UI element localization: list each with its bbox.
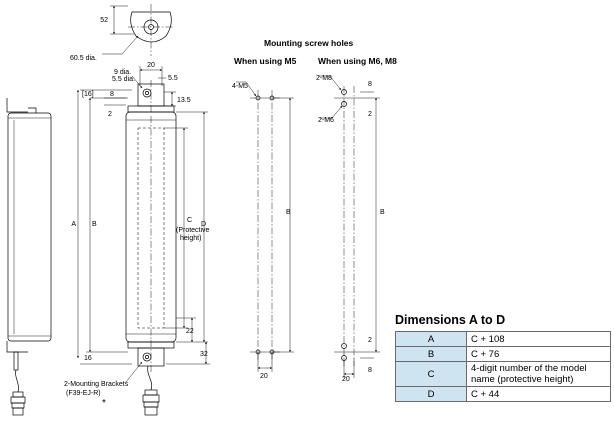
- table-row: D C + 44: [395, 386, 611, 402]
- m68-dim-b-label: B: [380, 209, 385, 216]
- table-row: B C + 76: [395, 346, 611, 362]
- m68-dim-8-bottom-label: 8: [368, 367, 372, 374]
- m68-pattern: 2-M8 2-M6 8 2 B 2 8 20: [316, 75, 385, 383]
- row-key: B: [395, 346, 467, 362]
- dia-5-5-label: 5.5 dia.: [112, 76, 135, 83]
- dim-8-top-label: 8: [110, 91, 114, 98]
- protective-height-label-2: height): [180, 235, 201, 242]
- dim-d-label: D: [201, 221, 206, 228]
- dim-13-5-label: 13.5: [177, 97, 191, 104]
- protective-height-label-1: (Protective: [176, 227, 210, 234]
- screw-holes-title: Mounting screw holes: [264, 38, 354, 48]
- dim-16-top-label: [16]: [82, 91, 94, 98]
- mounting-brackets-label: 2-Mounting Brackets: [64, 381, 129, 388]
- m5-pattern: 4-M5 B 20: [232, 81, 294, 380]
- dim-5-5-label: 5.5: [168, 75, 178, 82]
- dim-a-label: A: [71, 221, 76, 228]
- row-key: C: [395, 361, 467, 387]
- m68-dim-20-label: 20: [342, 376, 350, 383]
- row-value: C + 76: [466, 346, 611, 362]
- dimensions-table-title: Dimensions A to D: [395, 313, 506, 327]
- row-key: A: [395, 331, 467, 347]
- m6-hole-label: 2-M6: [318, 117, 334, 124]
- row-key: D: [395, 386, 467, 402]
- asterisk-note: *: [102, 398, 106, 409]
- dim-2-top-label: 2: [108, 111, 112, 118]
- m5-dim-b-label: B: [286, 209, 291, 216]
- bolt-circle-label: 60.5 dia.: [70, 55, 97, 62]
- m68-heading: When using M6, M8: [318, 56, 397, 66]
- row-value: C + 44: [466, 386, 611, 402]
- dim-16-bottom-label: 16: [84, 355, 92, 362]
- m5-heading: When using M5: [234, 56, 297, 66]
- table-row: A C + 108: [395, 331, 611, 347]
- mounting-screw-holes: Mounting screw holes When using M5 When …: [232, 38, 397, 383]
- front-view: 20 5.5 9 dia. 5.5 dia. [16] 8 2 13.5: [64, 62, 210, 416]
- dimensions-table: Dimensions A to D A C + 108 B C + 76 C 4…: [395, 312, 611, 402]
- dia-9-label: 9 dia.: [114, 69, 131, 76]
- dim-32-label: 32: [200, 351, 208, 358]
- row-value: C + 108: [466, 331, 611, 347]
- side-view: [6, 98, 52, 416]
- m68-dim-2-top-label: 2: [368, 111, 372, 118]
- table-row: C 4-digit number of the model name (prot…: [395, 361, 611, 387]
- dimensions-table-grid: A C + 108 B C + 76 C 4-digit number of t…: [395, 331, 611, 402]
- dim-c-label: C: [187, 217, 192, 224]
- dim-22-label: 22: [186, 328, 194, 335]
- dim-52-label: 52: [100, 17, 108, 24]
- m8-hole-label: 2-M8: [316, 75, 332, 82]
- m5-dim-20-label: 20: [260, 373, 268, 380]
- dim-20-top-label: 20: [147, 62, 155, 69]
- m68-dim-2-bottom-label: 2: [368, 337, 372, 344]
- dim-b-label: B: [92, 221, 97, 228]
- row-value: 4-digit number of the model name (protec…: [466, 361, 611, 387]
- m68-dim-8-top-label: 8: [368, 81, 372, 88]
- top-end-view: 52 60.5 dia.: [70, 4, 174, 62]
- bracket-model-label: (F39-EJ-R): [66, 390, 101, 397]
- m5-hole-label: 4-M5: [232, 83, 248, 90]
